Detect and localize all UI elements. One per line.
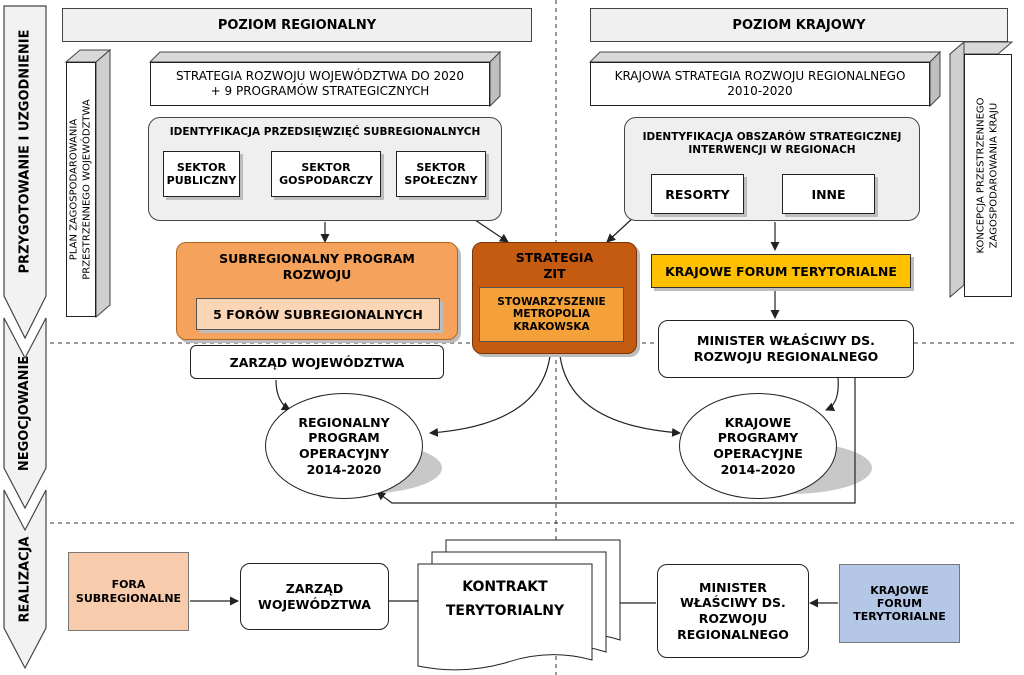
header-regional: POZIOM REGIONALNY: [62, 8, 532, 42]
board-top-box: ZARZĄD WOJEWÓDZTWA: [190, 345, 444, 379]
strategy-national: KRAJOWA STRATEGIA ROZWOJU REGIONALNEGO 2…: [590, 62, 930, 106]
minister-bottom-box: MINISTER WŁAŚCIWY DS. ROZWOJU REGIONALNE…: [657, 564, 809, 658]
national-forum-bottom-box: KRAJOWE FORUM TERYTORIALNE: [839, 564, 960, 643]
minister-top-box: MINISTER WŁAŚCIWY DS. ROZWOJU REGIONALNE…: [658, 320, 914, 378]
stage-label-negotiation: NEGOCJOWANIE: [17, 355, 33, 471]
kpo-ellipse: KRAJOWE PROGRAMY OPERACYJNE 2014-2020: [679, 393, 837, 499]
concept-box: KONCEPCJA PRZESTRZENNEGO ZAGOSPODAROWANI…: [964, 54, 1012, 297]
fora-subregional-box: FORA SUBREGIONALNE: [68, 552, 189, 631]
stage-bar-2: [3, 317, 47, 510]
zit-association-box: STOWARZYSZENIE METROPOLIA KRAKOWSKA: [479, 287, 624, 342]
subregional-program-title: SUBREGIONALNY PROGRAM ROZWOJU: [219, 251, 415, 282]
stage-bar-3: [3, 489, 47, 670]
stage-bar-1: [3, 5, 47, 340]
national-identification-title: IDENTYFIKACJA OBSZARÓW STRATEGICZNEJ INT…: [642, 130, 902, 156]
item-others: INNE: [782, 174, 875, 214]
arrow-national-identification-to-zit: [606, 215, 636, 243]
sector-social: SEKTOR SPOŁECZNY: [396, 151, 486, 197]
arrow-minister-back-to-rpo: [376, 378, 856, 504]
strategy-regional: STRATEGIA ROZWOJU WOJEWÓDZTWA DO 2020 + …: [150, 62, 490, 106]
zit-title: STRATEGIA ZIT: [515, 250, 594, 281]
arrow-zit-to-kpo: [559, 355, 681, 437]
national-forum-box: KRAJOWE FORUM TERYTORIALNE: [651, 254, 911, 288]
subregional-identification-title: IDENTYFIKACJA PRZEDSIĘWZIĘĆ SUBREGIONALN…: [169, 126, 481, 138]
header-national: POZIOM KRAJOWY: [590, 8, 1008, 42]
sector-public: SEKTOR PUBLICZNY: [163, 151, 240, 197]
strategy-regional-depth: [148, 51, 502, 63]
item-ministries: RESORTY: [651, 174, 744, 214]
plan-box-depth-side: [95, 48, 111, 319]
strategy-national-depth: [588, 51, 942, 63]
arrow-minister-to-kpo: [825, 377, 839, 411]
strategy-regional-depth-side: [489, 50, 501, 108]
stage-label-preparation: PRZYGOTOWANIE I UZGODNIENIE: [17, 28, 33, 274]
arrow-zit-to-rpo: [429, 355, 551, 437]
rpo-ellipse: REGIONALNY PROGRAM OPERACYJNY 2014-2020: [265, 393, 423, 499]
contract-label: KONTRAKT TERYTORIALNY: [445, 579, 565, 619]
contract-doc-front: [417, 563, 593, 671]
strategy-national-depth-side: [929, 50, 941, 108]
arrow-board-to-rpo: [275, 379, 291, 411]
concept-box-label: KONCEPCJA PRZESTRZENNEGO ZAGOSPODAROWANI…: [975, 97, 1000, 254]
plan-box: PLAN ZAGOSPODAROWANIA PRZESTRZENNEGO WOJ…: [66, 62, 96, 317]
stage-label-realization: REALIZACJA: [17, 536, 33, 622]
subregional-forums-box: 5 FORÓW SUBREGIONALNYCH: [196, 298, 440, 330]
board-bottom-box: ZARZĄD WOJEWÓDZTWA: [240, 563, 389, 630]
concept-box-depth-side: [949, 40, 965, 299]
sector-economic: SEKTOR GOSPODARCZY: [271, 151, 381, 197]
